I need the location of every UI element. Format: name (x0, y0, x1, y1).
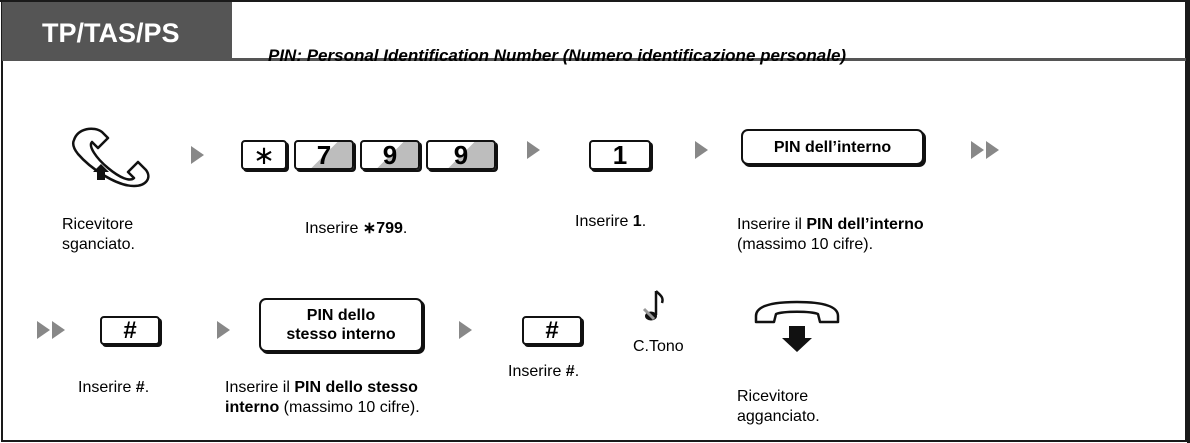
continue-arrow (986, 141, 999, 159)
caption-enter-hash: Inserire #. (508, 363, 580, 380)
caption-enter-799: Inserire ∗799. (305, 220, 408, 237)
key-7: 7 (294, 140, 354, 170)
pin-definition-title: PIN: Personal Identification Number (Num… (268, 46, 847, 65)
key-star: ∗ (241, 140, 287, 170)
key-9: 9 (360, 140, 420, 170)
key-1: 1 (589, 140, 651, 170)
handset-on-hook-icon (754, 300, 840, 352)
continue-arrow (37, 321, 50, 339)
frame-top-border (0, 0, 1188, 2)
frame-right-border (1187, 0, 1190, 443)
caption-enter-1: Inserire 1. (575, 213, 647, 230)
continue-arrow (52, 321, 65, 339)
step-arrow (695, 141, 708, 159)
caption-enter-pin: Inserire il PIN dell’interno(massimo 10 … (737, 216, 924, 253)
key-9: 9 (426, 140, 496, 170)
key-hash: # (100, 316, 160, 345)
pin-extension-box: PIN dell’interno (741, 129, 924, 165)
step-arrow (191, 146, 204, 164)
step-arrow (527, 141, 540, 159)
header-tab: TP/TAS/PS (2, 2, 232, 61)
step-arrow (217, 321, 230, 339)
handset-off-hook-icon (71, 127, 150, 188)
step-arrow (459, 321, 472, 339)
header-rule (232, 58, 1186, 61)
music-note-icon (642, 290, 664, 321)
continue-arrow (971, 141, 984, 159)
caption-enter-hash: Inserire #. (78, 379, 150, 396)
key-hash: # (522, 316, 582, 345)
tone-label: C.Tono (633, 338, 684, 355)
